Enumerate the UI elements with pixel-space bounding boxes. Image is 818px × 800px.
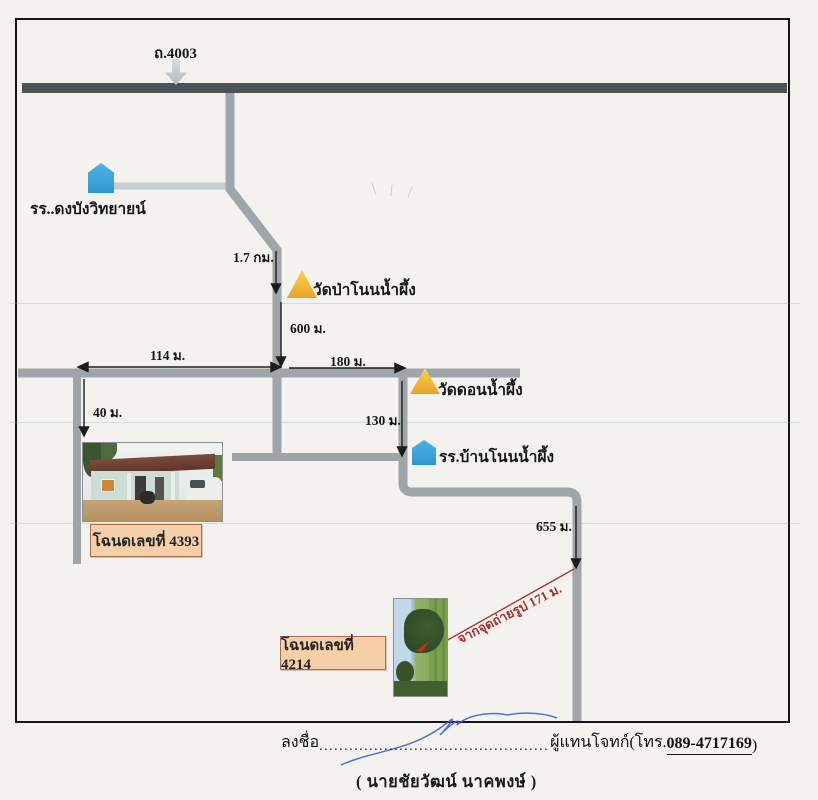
signer-name: ( นายชัยวัฒน์ นาคพงษ์ ) [356, 772, 537, 791]
photo-tree [213, 455, 222, 481]
photo-column [127, 473, 131, 504]
phone-number: 089-4717169 [666, 735, 752, 755]
photo-window [101, 479, 115, 492]
scan-artifact-line [10, 523, 800, 524]
distance-130m-label: 130 ม. [365, 413, 401, 428]
distance-1-7km-label: 1.7 กม. [233, 250, 274, 265]
school-dongbang-label: รร..ดงบังวิทยายน์ [30, 201, 146, 218]
temple-don-namphueng-label: วัดดอนน้ำผึ้ง [438, 382, 523, 399]
main-road [225, 93, 282, 460]
highway-label: ถ.4003 [154, 46, 197, 62]
deed-label-4393: โฉนดเลขที่ 4393 [90, 524, 202, 557]
arrow-1-7km-head [270, 283, 282, 295]
arrow-114m-head-left [76, 361, 89, 373]
arrow-114m-head-right [270, 361, 283, 373]
representative-label: ผู้แทนโจทก์(โทร. [550, 734, 667, 751]
photo-door [155, 477, 164, 500]
arrow-600m-head [275, 356, 287, 368]
distance-180m-label: 180 ม. [330, 354, 366, 369]
signature-line: ลงชื่อ..................................… [281, 730, 757, 755]
distance-655m-label: 655 ม. [536, 519, 572, 534]
distance-arrows [76, 251, 582, 570]
school-ban-non-namphueng-label: รร.บ้านโนนน้ำผึ้ง [439, 449, 555, 466]
photo-house-deed-4393 [82, 442, 223, 522]
distance-600m-label: 600 ม. [290, 321, 326, 336]
photo-red-marker-icon [416, 641, 429, 652]
photo-tree [396, 661, 414, 683]
east-south-road [398, 372, 582, 721]
arrow-655m-head [570, 558, 582, 570]
sign-label: ลงชื่อ [281, 734, 320, 751]
photo-door [135, 476, 146, 501]
photo-van-window [190, 480, 205, 488]
distance-40m-label: 40 ม. [93, 405, 123, 420]
dotted-line: ........................................… [319, 739, 551, 754]
scan-artifact-line [10, 303, 800, 304]
arrow-40m-head [78, 426, 90, 438]
temple-pa-non-namphueng-label: วัดป่าโนนน้ำผึ้ง [313, 282, 416, 299]
photo-pointer-line [436, 568, 575, 647]
map-border [15, 18, 790, 723]
pencil-marks [371, 182, 413, 198]
photo-motorbike [140, 491, 155, 504]
signature-scribble [340, 712, 558, 766]
distance-114m-label: 114 ม. [150, 348, 186, 363]
deed-label-4214: โฉนดเลขที่ 4214 [280, 636, 386, 673]
photo-ground [83, 500, 222, 521]
photo-field-deed-4214 [393, 598, 448, 697]
photo-column [171, 472, 175, 504]
photo-bushes [394, 681, 447, 696]
arrow-180m-head [394, 362, 407, 374]
paren-close: ) [751, 737, 758, 754]
arrow-130m-head [396, 446, 408, 458]
